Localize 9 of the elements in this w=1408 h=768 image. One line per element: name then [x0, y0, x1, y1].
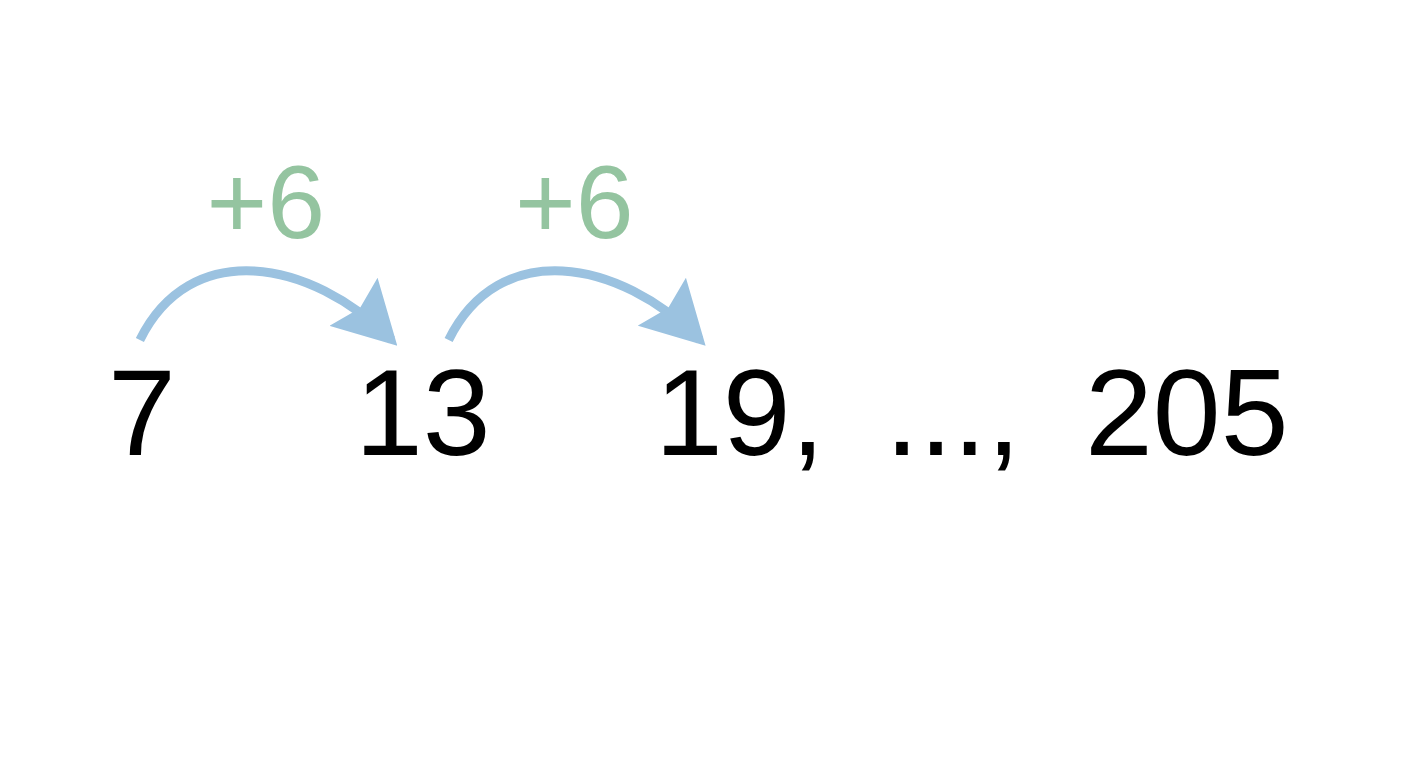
sequence-term: 19, [655, 340, 825, 487]
sequence-term: 7 [108, 340, 176, 487]
edge-label: +6 [206, 150, 326, 254]
sequence-term: 13 [355, 340, 491, 487]
sequence-term: 205 [1085, 344, 1289, 483]
curved-arrow [136, 266, 398, 346]
edge-label: +6 [515, 150, 634, 254]
curved-arrow [444, 266, 706, 346]
ellipsis-text: ..., [885, 344, 1021, 483]
